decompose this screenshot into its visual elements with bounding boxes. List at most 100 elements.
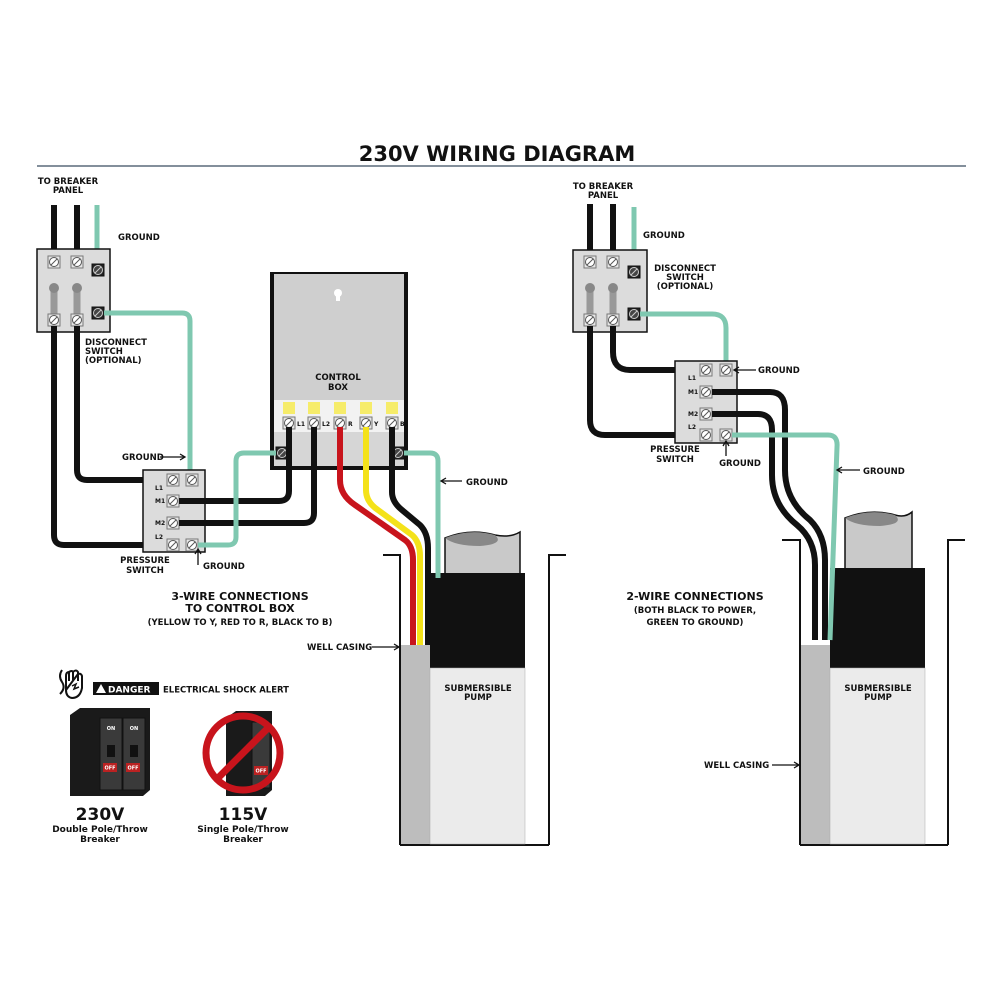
- control-box-label: CONTROL: [315, 373, 361, 383]
- power-wire-2: [712, 411, 818, 640]
- breaker-on-label: ON: [130, 726, 138, 732]
- power-wire-1: [712, 389, 828, 640]
- pump-label: SUBMERSIBLE: [444, 684, 511, 694]
- caption: 2-WIRE CONNECTIONS: [626, 590, 763, 603]
- disconnect-switch: [572, 249, 648, 333]
- cb-terminal-label: L1: [297, 421, 305, 428]
- arrow-icon: [835, 466, 860, 474]
- submersible-pump: [829, 510, 926, 845]
- pressure-switch-label: PRESSURE: [650, 445, 700, 455]
- pressure-switch-label: SWITCH: [126, 566, 164, 576]
- ground-label: GROUND: [758, 366, 800, 376]
- ground-label: GROUND: [719, 459, 761, 469]
- arrow-icon: [772, 761, 801, 769]
- pressure-switch-label: SWITCH: [656, 455, 694, 465]
- three-wire-diagram: TO BREAKER PANEL GROUND DISCONNECT SWITC…: [36, 177, 566, 846]
- ground-wire: [640, 311, 729, 368]
- terminal-label: M2: [688, 411, 698, 418]
- shock-hand-icon: [59, 669, 83, 700]
- pump-label: PUMP: [464, 693, 492, 703]
- warning-icon: [96, 684, 106, 693]
- disconnect-label: (OPTIONAL): [85, 356, 142, 366]
- motor-wire-m2: [179, 427, 317, 526]
- yellow-wire: [363, 427, 423, 645]
- line-wire-l2: [587, 326, 702, 438]
- submersible-pump: [429, 530, 526, 845]
- disconnect-label: DISCONNECT: [85, 338, 147, 348]
- arrow-icon: [439, 477, 462, 485]
- ground-label: GROUND: [466, 478, 508, 488]
- caption: (YELLOW TO Y, RED TO R, BLACK TO B): [148, 618, 333, 628]
- well-casing: [383, 554, 566, 846]
- pump-label: PUMP: [864, 693, 892, 703]
- disconnect-label: SWITCH: [666, 273, 704, 283]
- to-breaker-label: PANEL: [588, 191, 619, 201]
- control-box-label: BOX: [328, 383, 348, 393]
- danger-section: DANGER ELECTRICAL SHOCK ALERT ON ON OFF …: [52, 669, 289, 845]
- terminal-label: L1: [688, 375, 696, 382]
- line-wire-l2: [51, 326, 170, 548]
- ground-label: GROUND: [863, 467, 905, 477]
- cb-terminal-label: L2: [322, 421, 330, 428]
- ground-label: GROUND: [122, 453, 164, 463]
- line-wire-l1: [74, 326, 170, 483]
- disconnect-label: DISCONNECT: [654, 264, 716, 274]
- ground-label: GROUND: [203, 562, 245, 572]
- pump-label: SUBMERSIBLE: [844, 684, 911, 694]
- caption: 3-WIRE CONNECTIONS: [171, 590, 308, 603]
- single-breaker-label: Single Pole/Throw: [197, 825, 288, 835]
- to-breaker-label: TO BREAKER: [573, 182, 634, 192]
- double-breaker-label: Double Pole/Throw: [52, 825, 148, 835]
- caption: GREEN TO GROUND): [647, 618, 744, 628]
- arrow-icon: [722, 439, 730, 456]
- ground-wire: [198, 450, 276, 548]
- well-casing-label: WELL CASING: [307, 643, 372, 653]
- danger-badge: [93, 682, 159, 695]
- terminal-label: M2: [155, 520, 165, 527]
- terminal-label: L1: [155, 485, 163, 492]
- arrow-icon: [160, 453, 187, 461]
- line-wire-l1: [610, 326, 702, 373]
- ground-wire: [104, 310, 193, 478]
- pressure-switch-label: PRESSURE: [120, 556, 170, 566]
- danger-alert-text: ELECTRICAL SHOCK ALERT: [163, 686, 289, 696]
- cb-terminal-label: R: [348, 421, 353, 428]
- arrow-icon: [732, 366, 756, 374]
- black-wire: [389, 427, 431, 645]
- ground-label: GROUND: [643, 231, 685, 241]
- prohibited-icon: [202, 712, 284, 794]
- pressure-switch: L1 M1 M2 L2: [142, 469, 206, 553]
- danger-badge-label: DANGER: [108, 686, 151, 696]
- double-breaker-label: Breaker: [80, 835, 120, 845]
- well-casing-label: WELL CASING: [704, 761, 769, 771]
- breaker-on-label: ON: [107, 726, 115, 732]
- red-wire: [337, 427, 416, 645]
- disconnect-label: (OPTIONAL): [657, 282, 714, 292]
- control-box: [270, 272, 408, 470]
- breaker-off-label: OFF: [127, 766, 138, 772]
- ground-label: GROUND: [118, 233, 160, 243]
- double-breaker-voltage: 230V: [76, 805, 125, 825]
- arrow-icon: [372, 643, 401, 651]
- disconnect-label: SWITCH: [85, 347, 123, 357]
- cb-terminal-label: B: [400, 421, 405, 428]
- arrow-icon: [194, 547, 202, 565]
- motor-wire-m1: [179, 427, 292, 504]
- single-breaker-voltage: 115V: [219, 805, 268, 825]
- terminal-label: M1: [688, 389, 698, 396]
- ground-wire: [404, 450, 441, 578]
- diagram-title: 230V WIRING DIAGRAM: [359, 142, 636, 166]
- breaker-off-label: OFF: [255, 769, 266, 775]
- disconnect-switch: [36, 248, 111, 333]
- caption: TO CONTROL BOX: [185, 602, 295, 615]
- caption: (BOTH BLACK TO POWER,: [634, 606, 756, 616]
- ground-wire: [732, 432, 840, 641]
- cb-terminal-label: Y: [373, 421, 379, 428]
- well-casing: [782, 539, 965, 846]
- terminal-label: L2: [688, 424, 696, 431]
- double-pole-breaker-icon: [70, 708, 150, 796]
- pressure-switch: L1 M1 M2 L2: [674, 360, 738, 444]
- single-breaker-label: Breaker: [223, 835, 263, 845]
